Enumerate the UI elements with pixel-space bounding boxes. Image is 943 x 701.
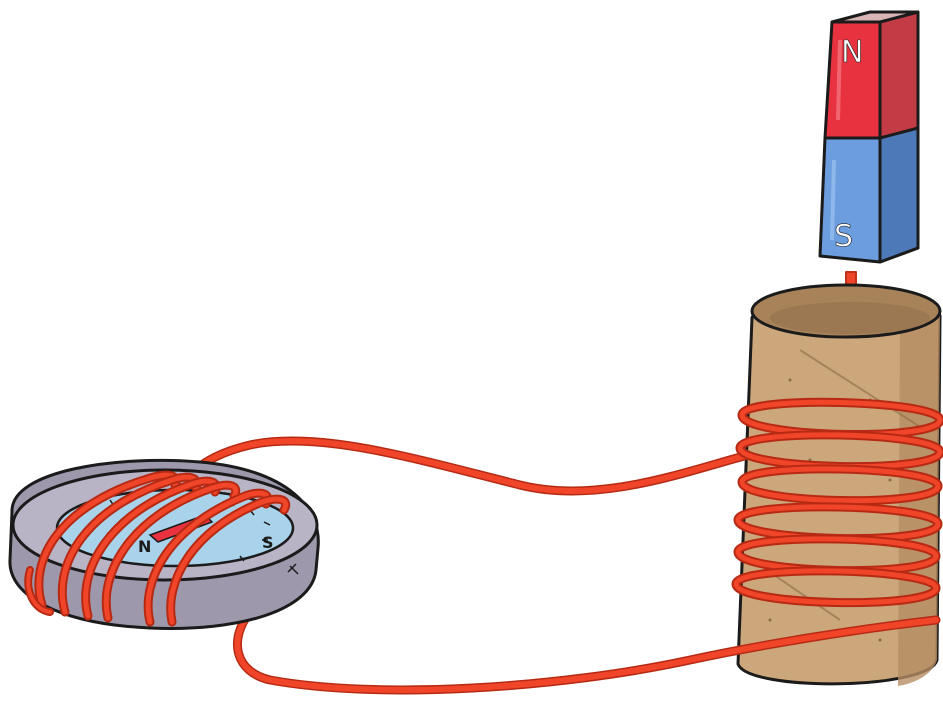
compass-south-label: S [262,533,274,552]
bar-magnet: N S [820,12,918,262]
magnet-south-label: S [834,219,853,254]
magnet-north-label: N [841,35,863,70]
magnet-side-face-south [880,128,918,262]
compass-north-label: N [138,537,151,556]
